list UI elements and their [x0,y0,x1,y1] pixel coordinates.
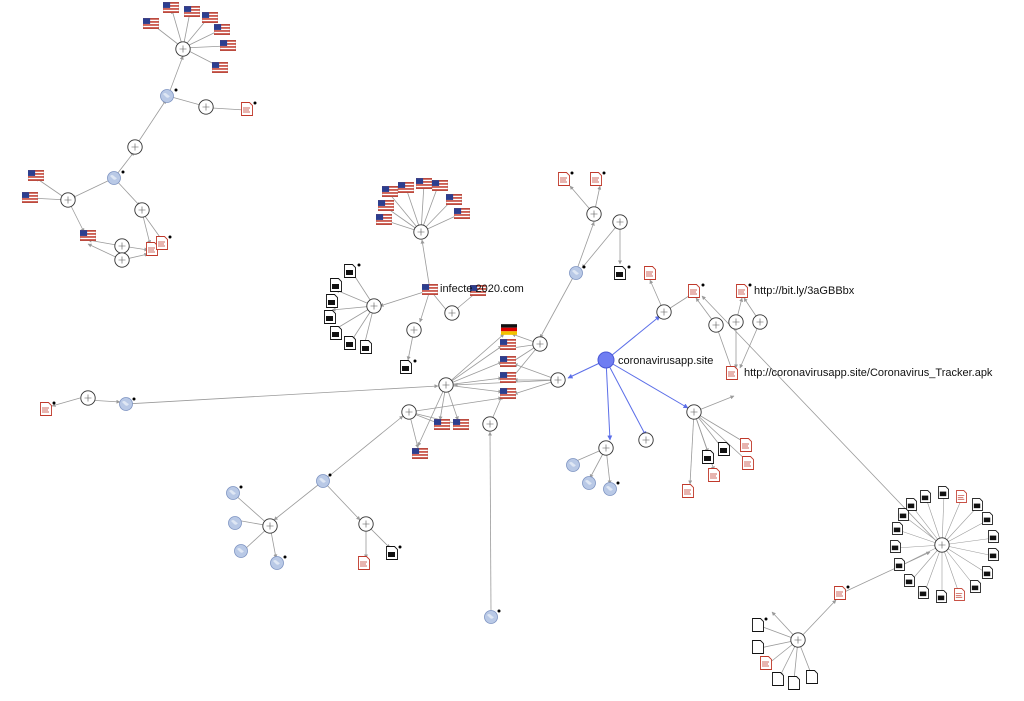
selected-domain-node[interactable] [597,351,615,369]
globe-nodes[interactable] [107,89,617,624]
plain-file-nodes[interactable] [752,618,818,690]
node-indicator-dots [52,88,850,621]
bitly-url-label: http://bit.ly/3aGBBbx [754,285,855,297]
apk-ring-edges [895,493,995,598]
apk-url-label: http://coronavirusapp.site/Coronavirus_T… [744,367,993,379]
node-labels: infecte 2020.com coronavirusapp.site htt… [440,283,993,379]
edges [29,9,941,681]
infected-domain-label: infecte 2020.com [440,283,524,295]
main-domain-label: coronavirusapp.site [618,355,713,367]
highlighted-edges [567,315,689,441]
